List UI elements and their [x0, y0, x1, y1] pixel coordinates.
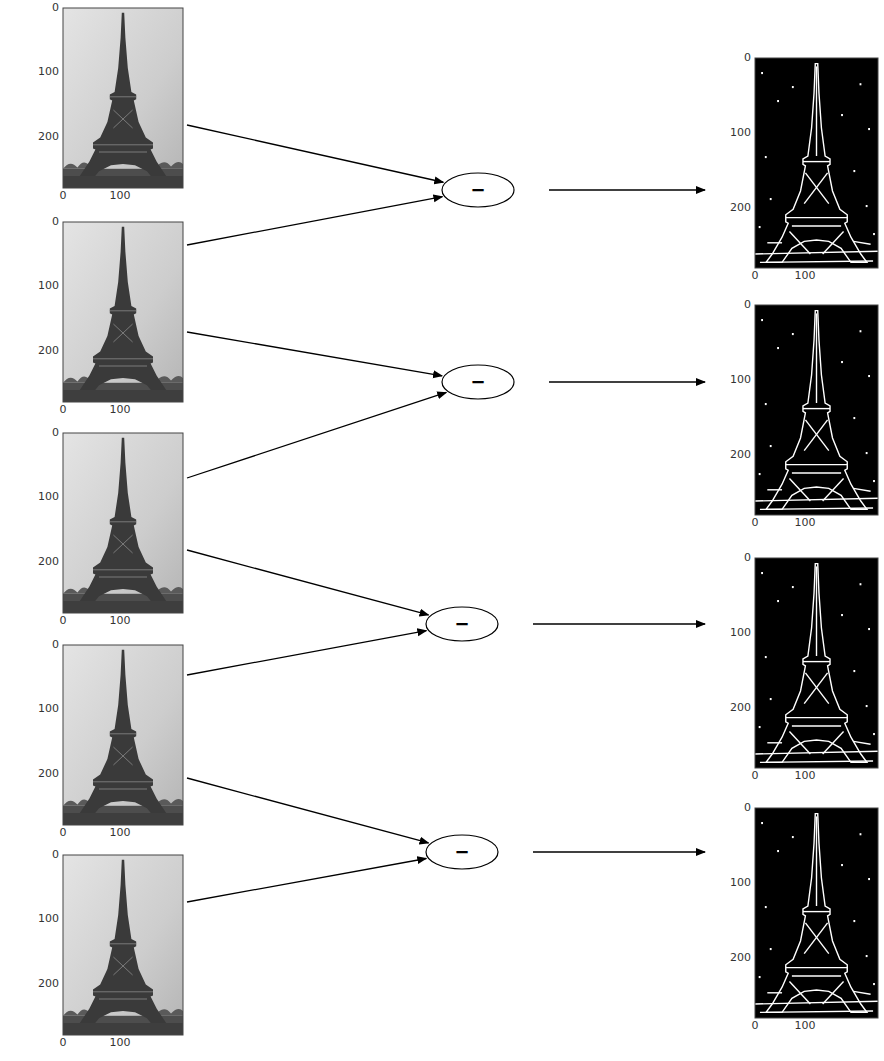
axis-tick-label: 0 [752, 270, 759, 282]
source-image [63, 645, 183, 825]
image-plot: 0 100 200 0 100 [717, 297, 882, 533]
axis-tick-label: 100 [795, 1020, 816, 1032]
axis-tick-label: 0 [60, 190, 67, 202]
axis-tick-label: 0 [744, 802, 751, 814]
axis-tick-label: 100 [795, 770, 816, 782]
axis-tick-label: 100 [730, 127, 751, 139]
flow-arrow [187, 125, 443, 182]
operator-ellipse: − [425, 606, 499, 642]
axis-tick-label: 0 [744, 52, 751, 64]
axis-tick-label: 100 [38, 280, 59, 292]
axis-tick-label: 0 [52, 2, 59, 14]
axis-tick-label: 100 [730, 877, 751, 889]
axis-tick-label: 200 [730, 449, 751, 461]
edge-image [755, 558, 878, 768]
axis-tick-label: 100 [38, 913, 59, 925]
image-plot: 0 100 200 0 100 [717, 50, 882, 286]
axis-tick-label: 100 [38, 66, 59, 78]
flow-arrow [187, 197, 442, 245]
flow-arrow [187, 778, 429, 843]
source-image [63, 855, 183, 1035]
operator-symbol: − [470, 181, 485, 199]
axis-tick-label: 0 [60, 1037, 67, 1049]
axis-tick-label: 0 [60, 615, 67, 627]
flow-arrow [187, 332, 442, 376]
axis-tick-label: 200 [38, 556, 59, 568]
axis-tick-label: 200 [38, 978, 59, 990]
flow-arrow [533, 851, 705, 852]
operator-symbol: − [454, 615, 469, 633]
axis-tick-label: 0 [52, 427, 59, 439]
operator-ellipse: − [441, 172, 515, 208]
source-image [63, 433, 183, 613]
flow-arrow [549, 381, 705, 382]
axis-tick-label: 100 [110, 404, 131, 416]
axis-tick-label: 100 [110, 615, 131, 627]
axis-tick-label: 100 [110, 190, 131, 202]
axis-tick-label: 100 [795, 270, 816, 282]
flow-arrow [549, 189, 705, 190]
axis-tick-label: 0 [752, 770, 759, 782]
axis-tick-label: 200 [38, 768, 59, 780]
axis-tick-label: 0 [60, 827, 67, 839]
axis-tick-label: 200 [730, 202, 751, 214]
axis-tick-label: 200 [38, 131, 59, 143]
edge-image [755, 305, 878, 515]
image-plot: 0 100 200 0 100 [717, 550, 882, 786]
axis-tick-label: 100 [38, 703, 59, 715]
flow-arrow [187, 392, 446, 478]
operator-symbol: − [470, 373, 485, 391]
operator-ellipse: − [425, 834, 499, 870]
image-plot: 0 100 200 0 100 [25, 214, 187, 420]
axis-tick-label: 0 [52, 216, 59, 228]
axis-tick-label: 0 [752, 1020, 759, 1032]
edge-image [755, 808, 878, 1018]
flow-arrow [187, 550, 429, 615]
flow-arrow [187, 858, 426, 902]
flow-arrow [187, 631, 426, 675]
edge-image [755, 58, 878, 268]
axis-tick-label: 100 [730, 627, 751, 639]
axis-tick-label: 0 [744, 299, 751, 311]
source-image [63, 8, 183, 188]
operator-ellipse: − [441, 364, 515, 400]
axis-tick-label: 100 [730, 374, 751, 386]
image-plot: 0 100 200 0 100 [25, 637, 187, 843]
source-image [63, 222, 183, 402]
axis-tick-label: 100 [38, 491, 59, 503]
axis-tick-label: 0 [52, 639, 59, 651]
axis-tick-label: 100 [795, 517, 816, 529]
image-plot: 0 100 200 0 100 [25, 0, 187, 206]
axis-tick-label: 200 [38, 345, 59, 357]
flow-arrow [533, 623, 705, 624]
axis-tick-label: 0 [744, 552, 751, 564]
axis-tick-label: 100 [110, 827, 131, 839]
image-plot: 0 100 200 0 100 [717, 800, 882, 1036]
operator-symbol: − [454, 843, 469, 861]
axis-tick-label: 0 [52, 849, 59, 861]
image-plot: 0 100 200 0 100 [25, 425, 187, 631]
axis-tick-label: 100 [110, 1037, 131, 1049]
axis-tick-label: 0 [60, 404, 67, 416]
image-plot: 0 100 200 0 100 [25, 847, 187, 1053]
axis-tick-label: 200 [730, 702, 751, 714]
axis-tick-label: 200 [730, 952, 751, 964]
axis-tick-label: 0 [752, 517, 759, 529]
